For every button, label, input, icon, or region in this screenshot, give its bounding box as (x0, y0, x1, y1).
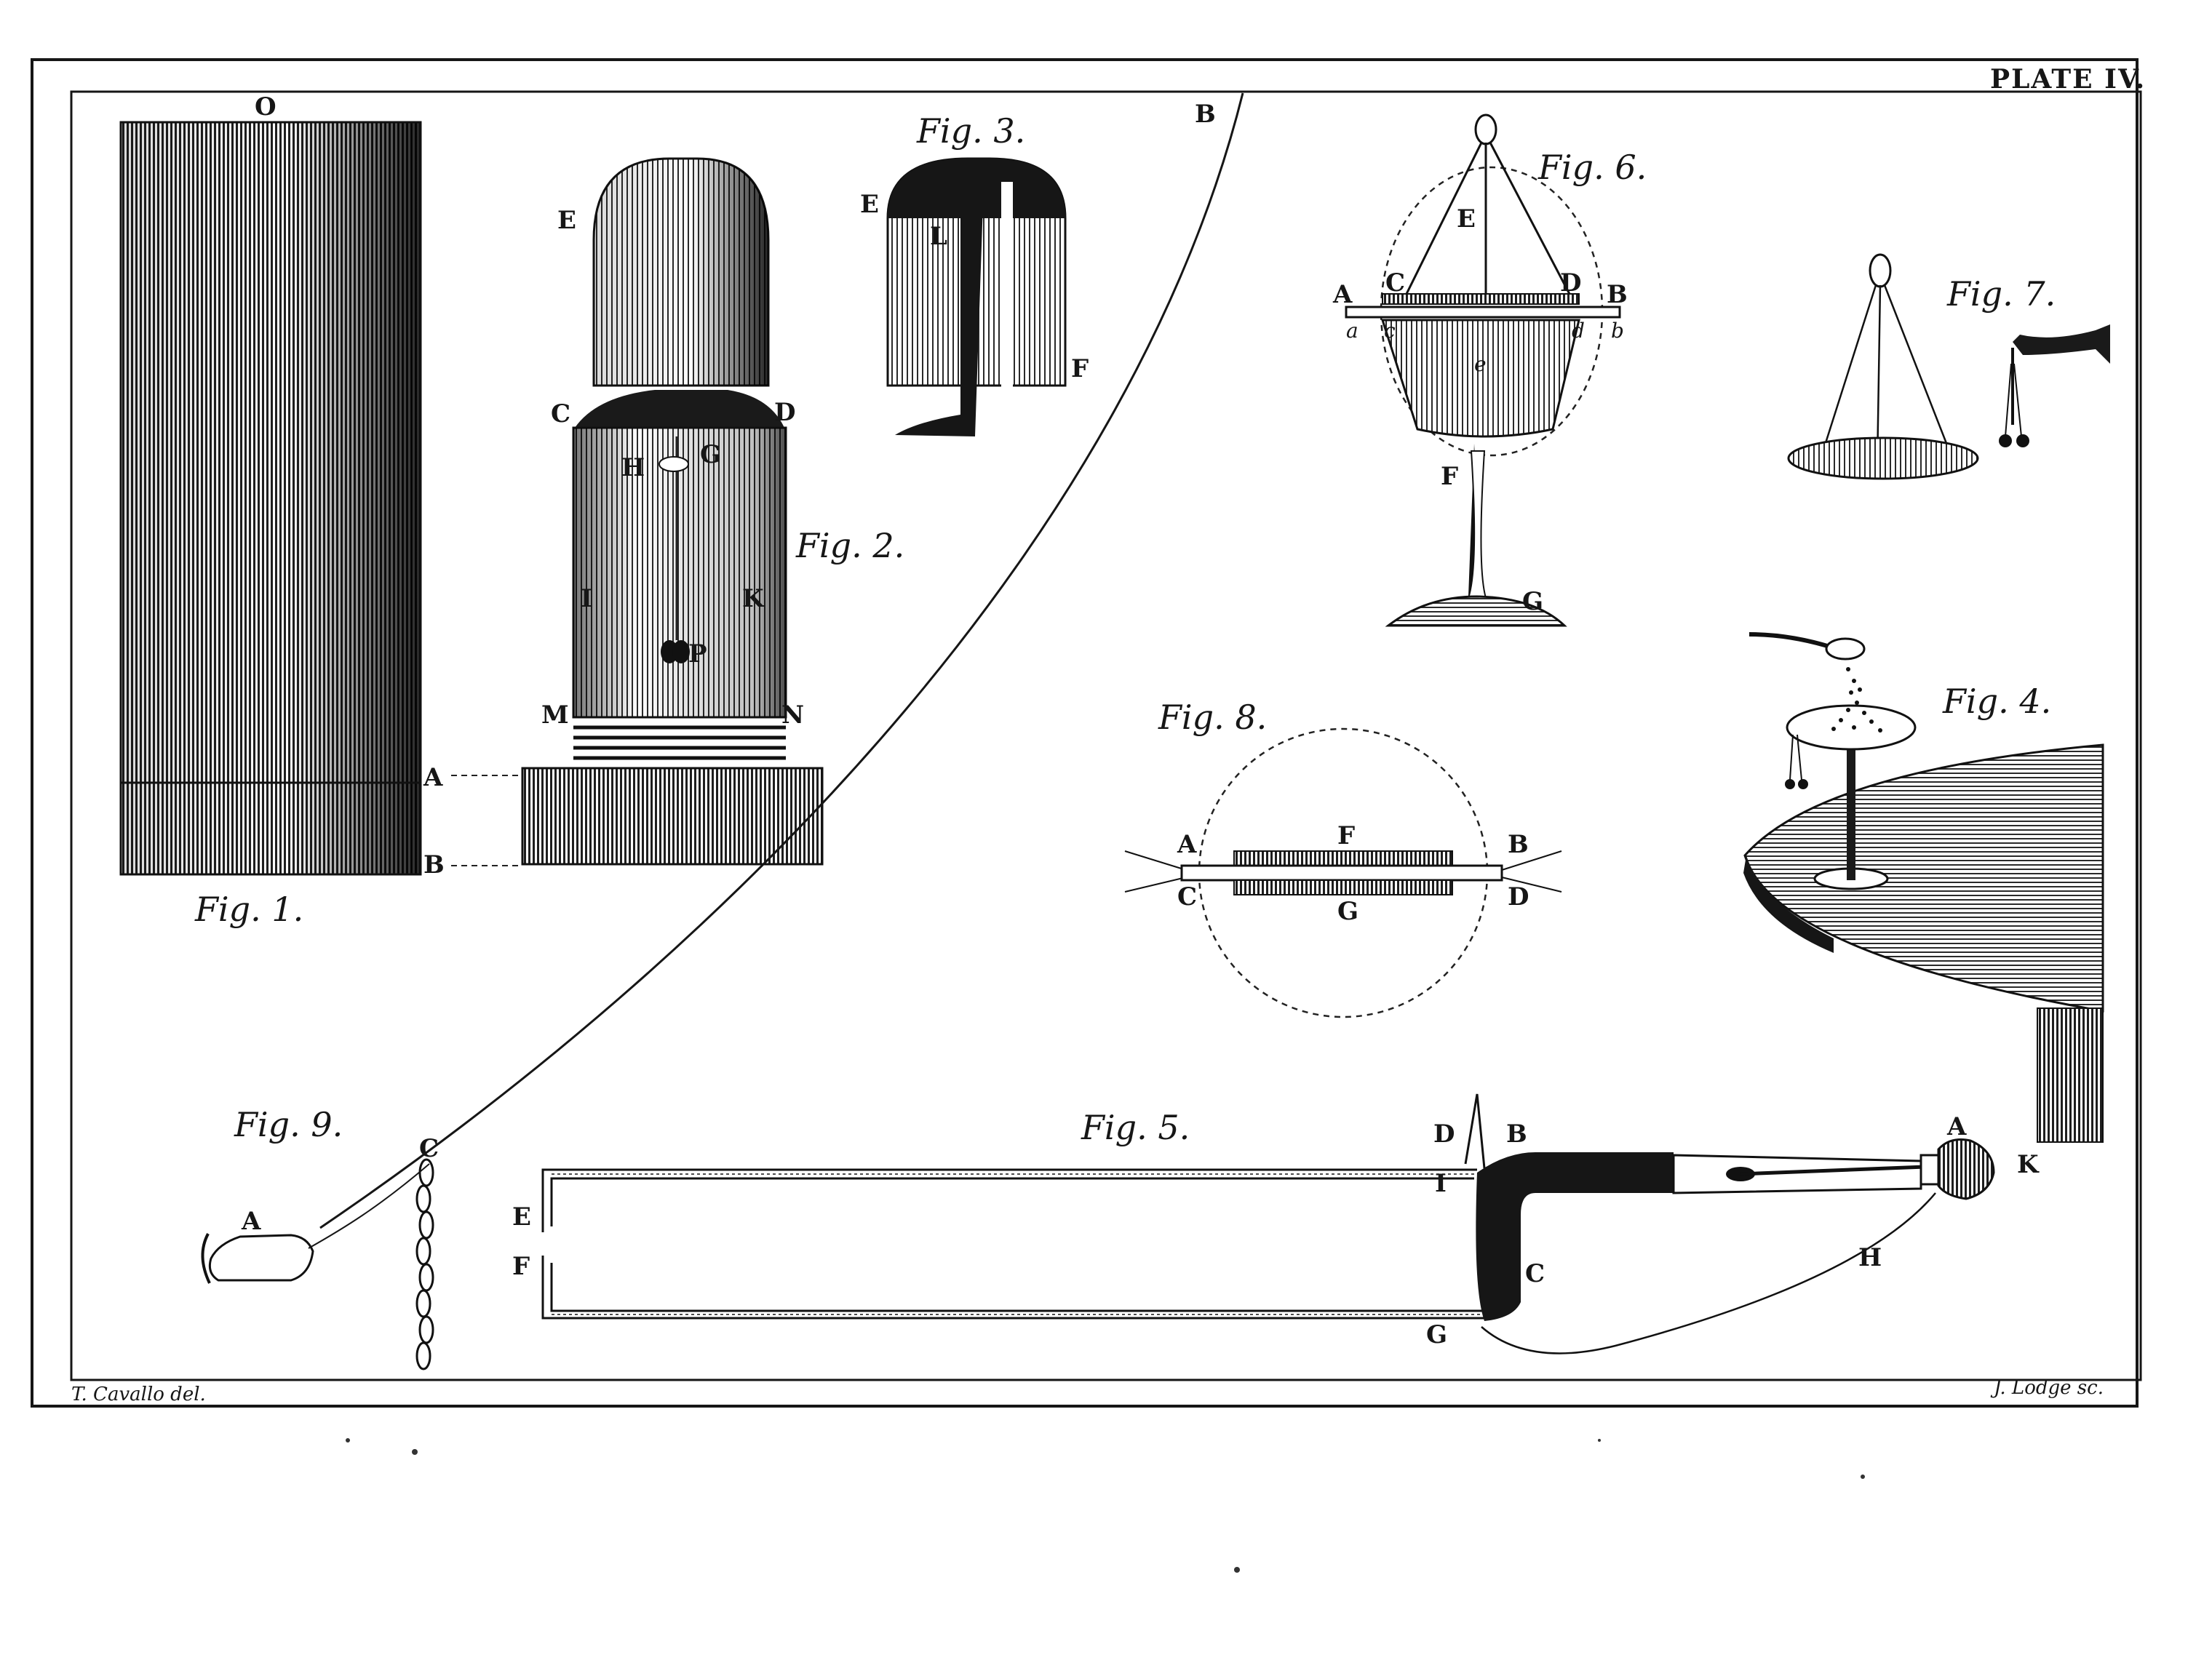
fig2-label-p: P (688, 639, 707, 669)
fig8-label-f: F (1337, 821, 1355, 850)
fig1-label-b: B (423, 850, 445, 879)
fig2-label-e: E (557, 206, 576, 235)
fig7-caption: Fig. 7. (1946, 274, 2056, 314)
fig6-label-c-lc: c (1384, 319, 1396, 343)
fig5-label-a: A (1946, 1112, 1967, 1141)
large-curve (319, 92, 1244, 1229)
fig1-caption: Fig. 1. (194, 890, 303, 929)
fig7-hanging-plate (1787, 253, 1979, 480)
fig4-stand (1785, 704, 1917, 890)
fig2-label-c: C (551, 399, 570, 428)
fig3-label-l: L (930, 222, 947, 251)
fig6-label-e-lc: e (1474, 352, 1487, 376)
plate-inner-border (70, 90, 2142, 1381)
fig5-label-h: H (1858, 1243, 1882, 1272)
fig5-discharger (541, 1093, 1995, 1354)
fig6-label-d: D (1560, 268, 1581, 298)
fig3-label-e: E (860, 190, 879, 219)
fig2-apparatus (521, 157, 824, 866)
fig2-label-n: N (781, 701, 804, 730)
fig7-pith-balls (1999, 324, 2110, 447)
fig8-caption: Fig. 8. (1158, 698, 1267, 737)
fig5-label-k: K (2017, 1150, 2040, 1179)
fig4-table (1743, 743, 2104, 1143)
fig2-label-h: H (621, 453, 645, 482)
fig4-caption: Fig. 4. (1942, 682, 2051, 721)
fig6-label-b-lc: b (1611, 319, 1624, 343)
fig1-label-a: A (423, 763, 443, 792)
fig5-label-g: G (1426, 1320, 1447, 1349)
fig6-label-e: E (1457, 204, 1476, 234)
fig2-label-m: M (541, 701, 569, 730)
fig3-label-f: F (1071, 354, 1089, 383)
fig4-spoon (1748, 632, 1882, 733)
fig2-label-d: D (774, 398, 795, 427)
credit-draftsman: T. Cavallo del. (71, 1384, 206, 1405)
fig6-label-b: B (1607, 280, 1628, 309)
fig5-label-d: D (1433, 1120, 1455, 1149)
fig3-cap-section (886, 157, 1067, 436)
fig8-label-b: B (1508, 830, 1529, 859)
plate-outer-border (31, 58, 2139, 1408)
fig2-caption: Fig. 2. (795, 526, 904, 565)
fig5-label-c: C (1525, 1259, 1545, 1288)
fig8-label-a: A (1177, 830, 1197, 859)
fig5-label-i: I (1435, 1169, 1447, 1198)
fig5-label-e: E (512, 1202, 531, 1232)
fig6-label-a: A (1332, 280, 1353, 309)
fig1-cylinder (119, 121, 422, 876)
fig5-label-f: F (512, 1252, 530, 1281)
fig5-label-b: B (1506, 1120, 1527, 1149)
fig9-hand (201, 1233, 314, 1284)
plate-title: PLATE IV. (1990, 64, 2146, 95)
fig9-label-a: A (241, 1207, 261, 1236)
fig9-caption: Fig. 9. (234, 1105, 343, 1144)
fig9-chain (415, 1158, 434, 1370)
fig6-label-d-lc: d (1572, 319, 1585, 343)
fig8-label-d: D (1508, 882, 1529, 911)
fig6-label-g: G (1522, 587, 1543, 616)
fig6-label-a-lc: a (1346, 319, 1358, 343)
curve-label-b: B (1195, 100, 1216, 129)
fig8-label-g: G (1337, 897, 1358, 926)
fig6-label-c: C (1385, 268, 1405, 298)
fig8-plates (1124, 727, 1562, 1018)
fig9-thread (308, 1163, 430, 1249)
fig2-label-i: I (581, 584, 592, 613)
fig6-goblet (1345, 113, 1621, 627)
fig2-label-k: K (742, 584, 765, 613)
fig6-caption: Fig. 6. (1537, 148, 1647, 187)
fig1-label-o: O (255, 92, 276, 121)
fig2-label-g: G (700, 440, 721, 469)
fig3-caption: Fig. 3. (916, 111, 1025, 151)
fig8-label-c: C (1177, 882, 1197, 911)
fig6-label-f: F (1441, 462, 1458, 491)
fig5-caption: Fig. 5. (1081, 1108, 1190, 1147)
credit-engraver: J. Lodge sc. (1990, 1377, 2104, 1399)
paper-specks (346, 1438, 1865, 1573)
curve-label-c: C (419, 1134, 439, 1163)
